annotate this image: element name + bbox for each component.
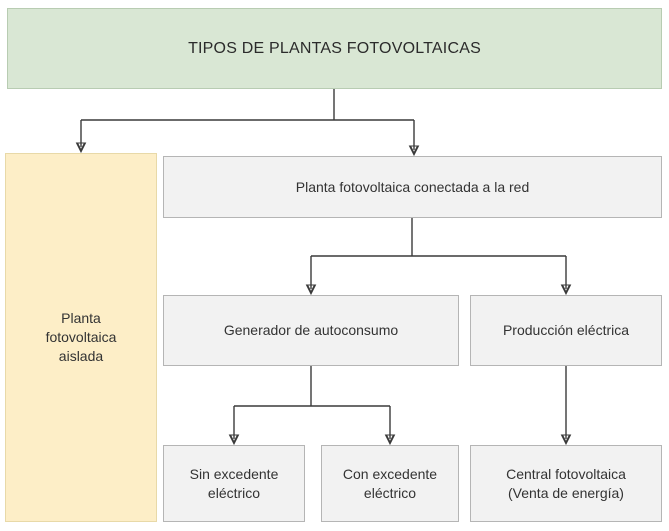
node-central-fotovoltaica-venta-de-energia[interactable]: Central fotovoltaica (Venta de energía)	[470, 445, 662, 522]
node-planta-fotovoltaica-conectada-a-la-red[interactable]: Planta fotovoltaica conectada a la red	[163, 156, 662, 218]
node-sin-excedente-electrico[interactable]: Sin excedente eléctrico	[163, 445, 305, 522]
node-generador-de-autoconsumo[interactable]: Generador de autoconsumo	[163, 295, 459, 366]
node-con-excedente-electrico[interactable]: Con excedente eléctrico	[321, 445, 459, 522]
node-planta-fotovoltaica-aislada[interactable]: Planta fotovoltaica aislada	[5, 153, 157, 522]
node-tipos-de-plantas-fotovoltaicas[interactable]: TIPOS DE PLANTAS FOTOVOLTAICAS	[7, 8, 662, 89]
node-produccion-electrica[interactable]: Producción eléctrica	[470, 295, 662, 366]
